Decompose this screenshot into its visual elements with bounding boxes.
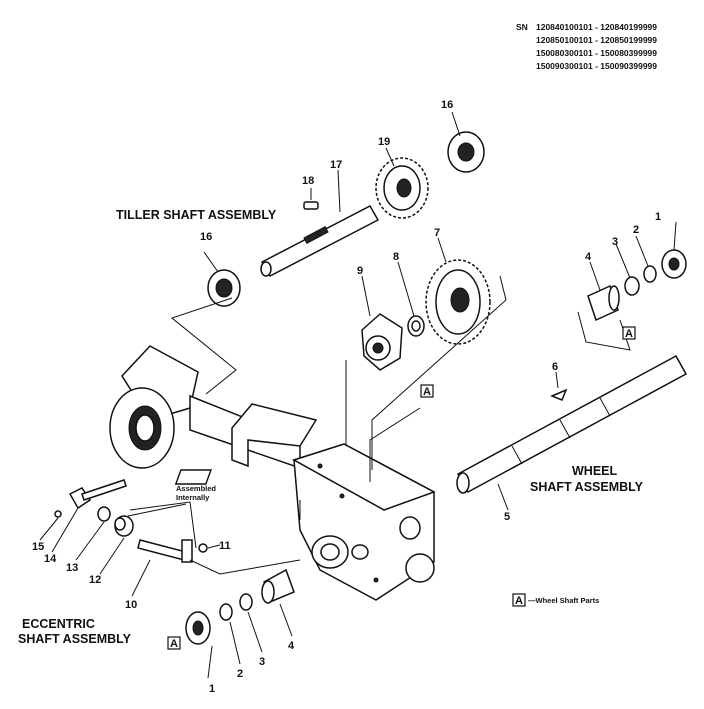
callout-8: 8 — [393, 251, 399, 263]
serial-range-4: 150090300101 - 150090399999 — [536, 61, 657, 71]
marker-a-top-right: A — [625, 328, 633, 340]
callout-3-top: 3 — [612, 236, 618, 248]
bearing-16-top — [447, 131, 485, 173]
pin-11 — [198, 543, 208, 553]
ring-3-bottom — [239, 593, 253, 611]
lever-14 — [68, 479, 127, 510]
callout-1-top: 1 — [655, 211, 661, 223]
eccentric-label-line1: ECCENTRIC — [22, 617, 95, 631]
bushing-4-top — [587, 284, 620, 322]
callout-19: 19 — [378, 136, 390, 148]
callout-16-left: 16 — [200, 231, 212, 243]
callout-17: 17 — [330, 159, 342, 171]
wheel-label-line2: SHAFT ASSEMBLY — [530, 480, 644, 494]
callout-3-bottom: 3 — [259, 656, 265, 668]
callout-4-top: 4 — [585, 251, 592, 263]
callout-1-bottom: 1 — [209, 683, 215, 695]
assembled-note-line1: Assembled — [176, 484, 216, 493]
washer-2-top — [643, 265, 657, 283]
bearing-1-bottom — [185, 611, 211, 645]
spacer-8 — [407, 315, 425, 337]
legend-marker: A — [515, 595, 523, 607]
marker-box-top-right — [622, 326, 636, 340]
washer-13 — [97, 506, 111, 522]
leader-lines — [39, 111, 677, 679]
callout-2-top: 2 — [633, 224, 639, 236]
spring-12 — [114, 515, 134, 537]
marker-box-center — [420, 384, 434, 398]
marker-a-center: A — [423, 386, 431, 398]
eccentric-shaft — [137, 539, 193, 563]
tiller-shaft-assembly-label: TILLER SHAFT ASSEMBLY — [116, 208, 277, 222]
wheel-label-line1: WHEEL — [572, 464, 618, 478]
callout-12: 12 — [89, 574, 101, 586]
callout-14: 14 — [44, 553, 57, 565]
bearing-1-top — [661, 249, 687, 279]
callout-13: 13 — [66, 562, 78, 574]
key-18 — [303, 201, 319, 210]
callout-16-top: 16 — [441, 99, 453, 111]
callout-10: 10 — [125, 599, 137, 611]
callout-5: 5 — [504, 511, 510, 523]
axle-housing — [109, 345, 318, 470]
serial-range-1: 120840100101 - 120840199999 — [536, 22, 657, 32]
serial-prefix: SN — [516, 22, 528, 32]
legend-marker-box — [512, 593, 526, 607]
serial-range-3: 150080300101 - 150080399999 — [536, 48, 657, 58]
eccentric-label-line2: SHAFT ASSEMBLY — [18, 632, 132, 646]
callout-4-bottom: 4 — [288, 640, 295, 652]
callout-15: 15 — [32, 541, 44, 553]
bearing-16-left — [207, 269, 241, 307]
assembled-note-line2: Internally — [176, 493, 210, 502]
screw-15 — [54, 510, 62, 518]
hub-9 — [361, 313, 403, 371]
tiller-shaft — [260, 205, 380, 277]
gear-7 — [425, 259, 491, 345]
legend-text: —Wheel Shaft Parts — [528, 596, 599, 605]
serial-range-2: 120850100101 - 120850199999 — [536, 35, 657, 45]
marker-a-bottom-left: A — [170, 638, 178, 650]
callout-18: 18 — [302, 175, 314, 187]
callout-7: 7 — [434, 227, 440, 239]
gear-19 — [375, 157, 429, 219]
key-6 — [550, 388, 568, 401]
bushing-4-bottom — [261, 568, 295, 604]
callout-11: 11 — [219, 540, 231, 552]
ring-3-top — [624, 276, 640, 296]
washer-2-bottom — [219, 603, 233, 621]
callout-9: 9 — [357, 265, 363, 277]
marker-box-bottom-left — [167, 636, 181, 650]
callout-6: 6 — [552, 361, 558, 373]
gearbox-housing — [174, 443, 436, 601]
callout-2-bottom: 2 — [237, 668, 243, 680]
wheel-shaft — [456, 354, 688, 494]
